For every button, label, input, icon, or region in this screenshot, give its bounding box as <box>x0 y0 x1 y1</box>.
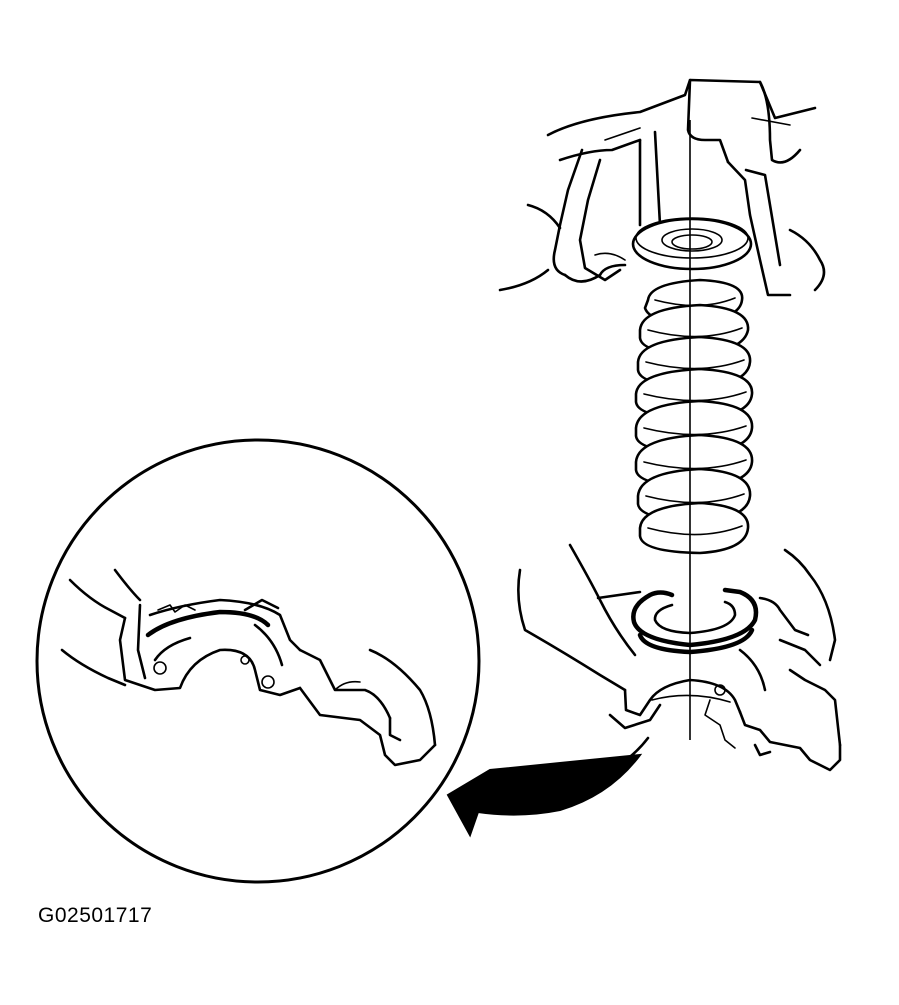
upper-frame-mount <box>498 78 826 297</box>
detail-insulator-seat <box>60 568 437 767</box>
coil-spring <box>634 278 754 555</box>
detail-pointer-arrow <box>446 736 650 838</box>
figure-id-label: G02501717 <box>38 904 153 927</box>
lower-spring-insulator <box>631 587 759 655</box>
lower-control-arm <box>517 543 842 772</box>
upper-spring-insulator <box>631 217 753 271</box>
detail-view-circle <box>35 438 481 884</box>
